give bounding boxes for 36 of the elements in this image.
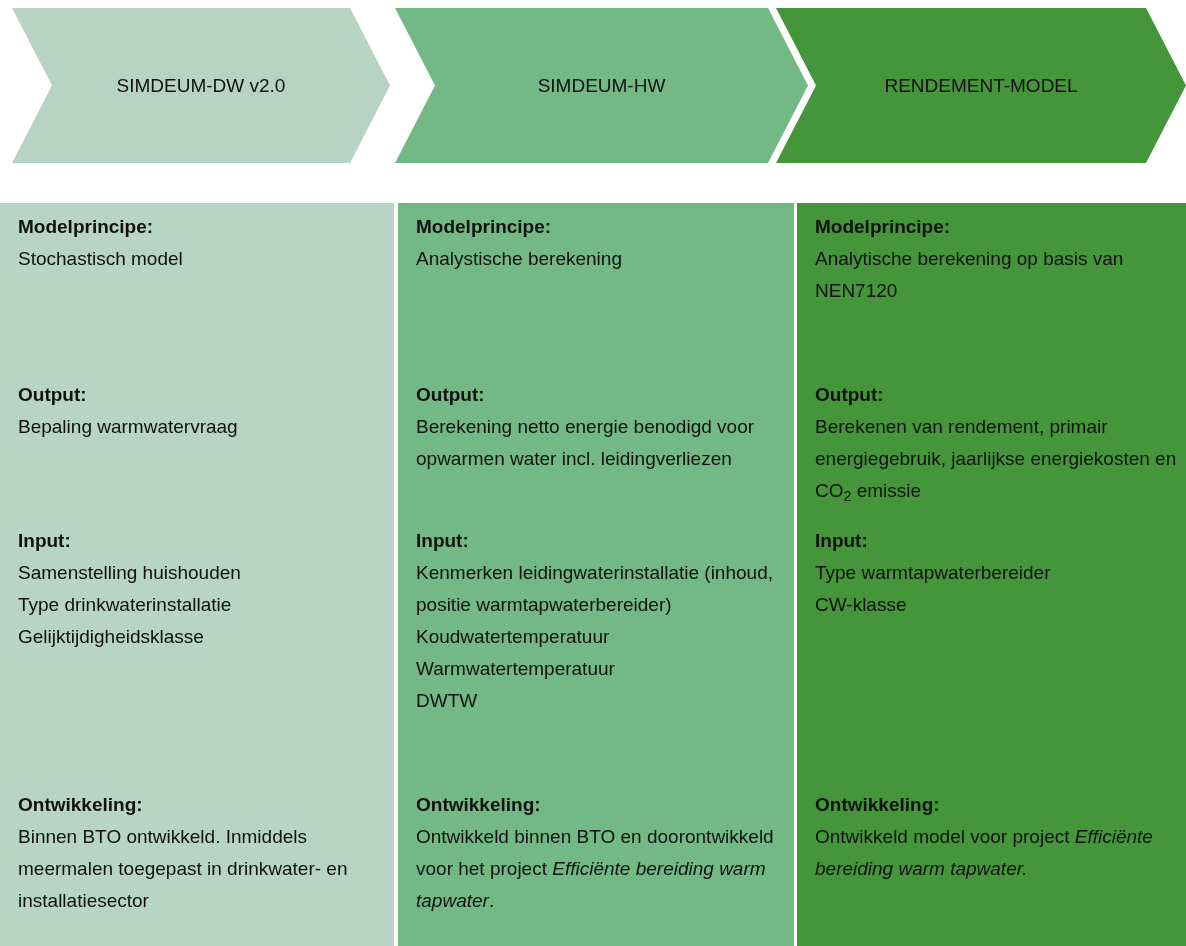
step-title: SIMDEUM-HW <box>537 73 666 98</box>
section-text: Type drinkwaterinstallatie <box>18 593 233 617</box>
section-text: Ontwikkeld binnen BTO en doorontwikkeld voor het project Efficiënte bereiding warm tapwater. <box>416 825 775 913</box>
section-text: Berekenen van rendement, primair energiegebruik, jaarlijkse energiekosten en CO$_{2}$ emissie <box>815 415 1178 506</box>
step-title: RENDEMENT-MODEL <box>884 73 1078 98</box>
section-heading: Ontwikkeling: <box>416 793 542 817</box>
column-panel <box>797 203 1186 946</box>
section-heading: Modelprincipe: <box>815 215 952 239</box>
section-text: Binnen BTO ontwikkeld. Inmiddels meermalen toegepast in drinkwater- en installatiesector <box>18 825 349 913</box>
section-heading: Modelprincipe: <box>416 215 553 239</box>
section-text: Bepaling warmwatervraag <box>18 415 239 439</box>
section-heading: Modelprincipe: <box>18 215 155 239</box>
column-panel <box>398 203 794 946</box>
section-text: Stochastisch model <box>18 247 184 271</box>
section-heading: Output: <box>815 383 885 407</box>
section-heading: Input: <box>815 529 869 553</box>
section-text: DWTW <box>416 689 479 713</box>
section-text: Warmwatertemperatuur <box>416 657 616 681</box>
section-heading: Input: <box>18 529 72 553</box>
section-heading: Output: <box>416 383 486 407</box>
section-text: Analystische berekening <box>416 247 623 271</box>
section-heading: Ontwikkeling: <box>18 793 144 817</box>
section-text: Berekening netto energie benodigd voor opwarmen water incl. leidingverliezen <box>416 415 756 471</box>
section-text: CW-klasse <box>815 593 908 617</box>
section-heading: Ontwikkeling: <box>815 793 941 817</box>
section-heading: Output: <box>18 383 88 407</box>
step-title: SIMDEUM-DW v2.0 <box>116 73 286 98</box>
section-text: Gelijktijdigheidsklasse <box>18 625 205 649</box>
section-text: Koudwatertemperatuur <box>416 625 611 649</box>
section-heading: Input: <box>416 529 470 553</box>
section-text: Samenstelling huishouden <box>18 561 242 585</box>
section-text: Ontwikkeld model voor project Efficiënte bereiding warm tapwater. <box>815 825 1154 881</box>
column-panel <box>0 203 394 946</box>
section-text: Kenmerken leidingwaterinstallatie (inhoud, positie warmtapwaterbereider) <box>416 561 774 617</box>
section-text: Analytische berekening op basis van NEN7120 <box>815 247 1125 303</box>
section-text: Type warmtapwaterbereider <box>815 561 1052 585</box>
